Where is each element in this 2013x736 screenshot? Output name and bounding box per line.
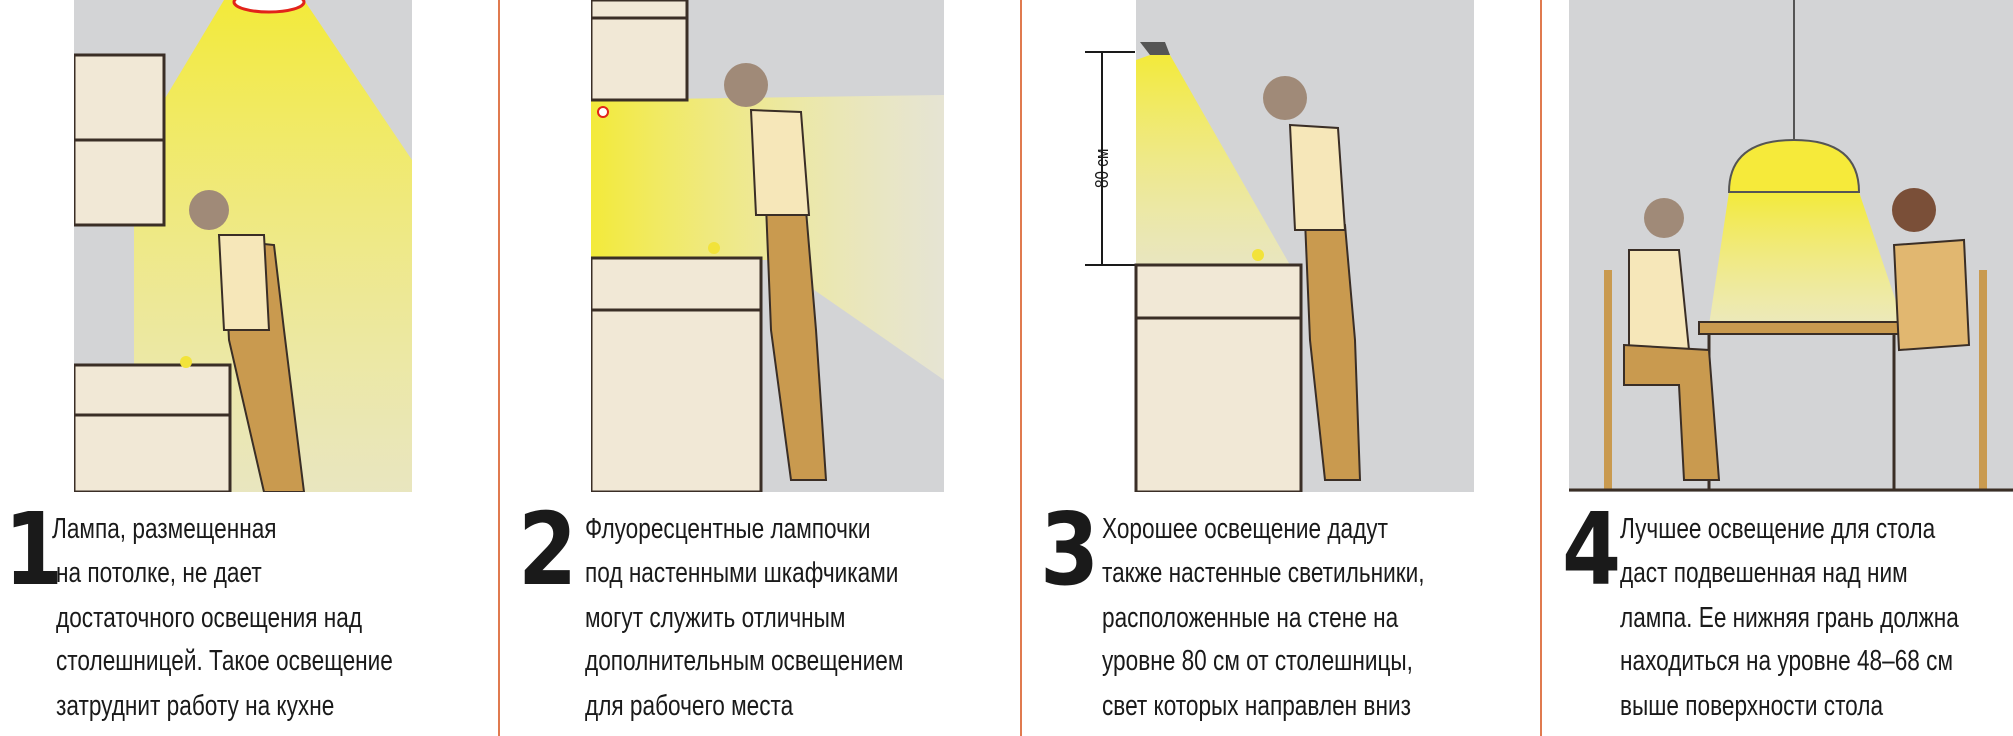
panel-divider <box>498 0 500 736</box>
panel-3-caption: 3 Хорошее освещение дадут также настенны… <box>1040 491 1425 723</box>
caption-line: выше поверхности стола <box>1620 690 1884 722</box>
caption-line: Флуоресцентные лампочки <box>585 513 871 545</box>
step-number: 2 <box>518 491 578 608</box>
caption-line: дополнительным освещением <box>585 645 904 677</box>
caption-line: под настенными шкафчиками <box>585 557 899 589</box>
panel-2-caption: 2 Флуоресцентные лампочки под настенными… <box>518 491 904 723</box>
caption-line: на потолке, не дает <box>56 557 262 589</box>
under-cabinet-lights-illustration <box>591 0 944 492</box>
caption-line: уровне 80 см от столешницы, <box>1102 645 1413 677</box>
panel-divider <box>1540 0 1542 736</box>
panel-1-caption: 1 Лампа, размещенная на потолке, не дает… <box>0 0 498 736</box>
caption-line: Лучшее освещение для стола <box>1620 513 1936 545</box>
caption-line: свет которых направлен вниз <box>1102 690 1411 722</box>
wall-sconce-illustration <box>1085 0 1474 492</box>
ceiling-lamp-illustration <box>74 0 412 492</box>
caption-line: для рабочего места <box>585 690 794 722</box>
caption-line: затруднит работу на кухне <box>56 690 335 722</box>
caption-line: также настенные светильники, <box>1102 557 1425 589</box>
pendant-lamp-illustration <box>1569 0 2013 492</box>
caption-line: Лампа, размещенная <box>52 513 277 545</box>
step-number: 4 <box>1562 491 1622 608</box>
caption-line: могут служить отличным <box>585 602 846 634</box>
caption-line: Хорошее освещение дадут <box>1102 513 1388 545</box>
step-number: 3 <box>1040 491 1100 608</box>
caption-line: лампа. Ее нижняя грань должна <box>1620 602 1959 634</box>
caption-line: расположенные на стене на <box>1102 602 1399 634</box>
step-number: 1 <box>4 491 64 608</box>
caption-line: достаточного освещения над <box>56 602 363 634</box>
caption-line: столешницей. Такое освещение <box>56 645 393 677</box>
panel-divider <box>1020 0 1022 736</box>
caption-line: даст подвешенная над ним <box>1620 557 1908 589</box>
caption-line: находиться на уровне 48–68 см <box>1620 645 1954 677</box>
